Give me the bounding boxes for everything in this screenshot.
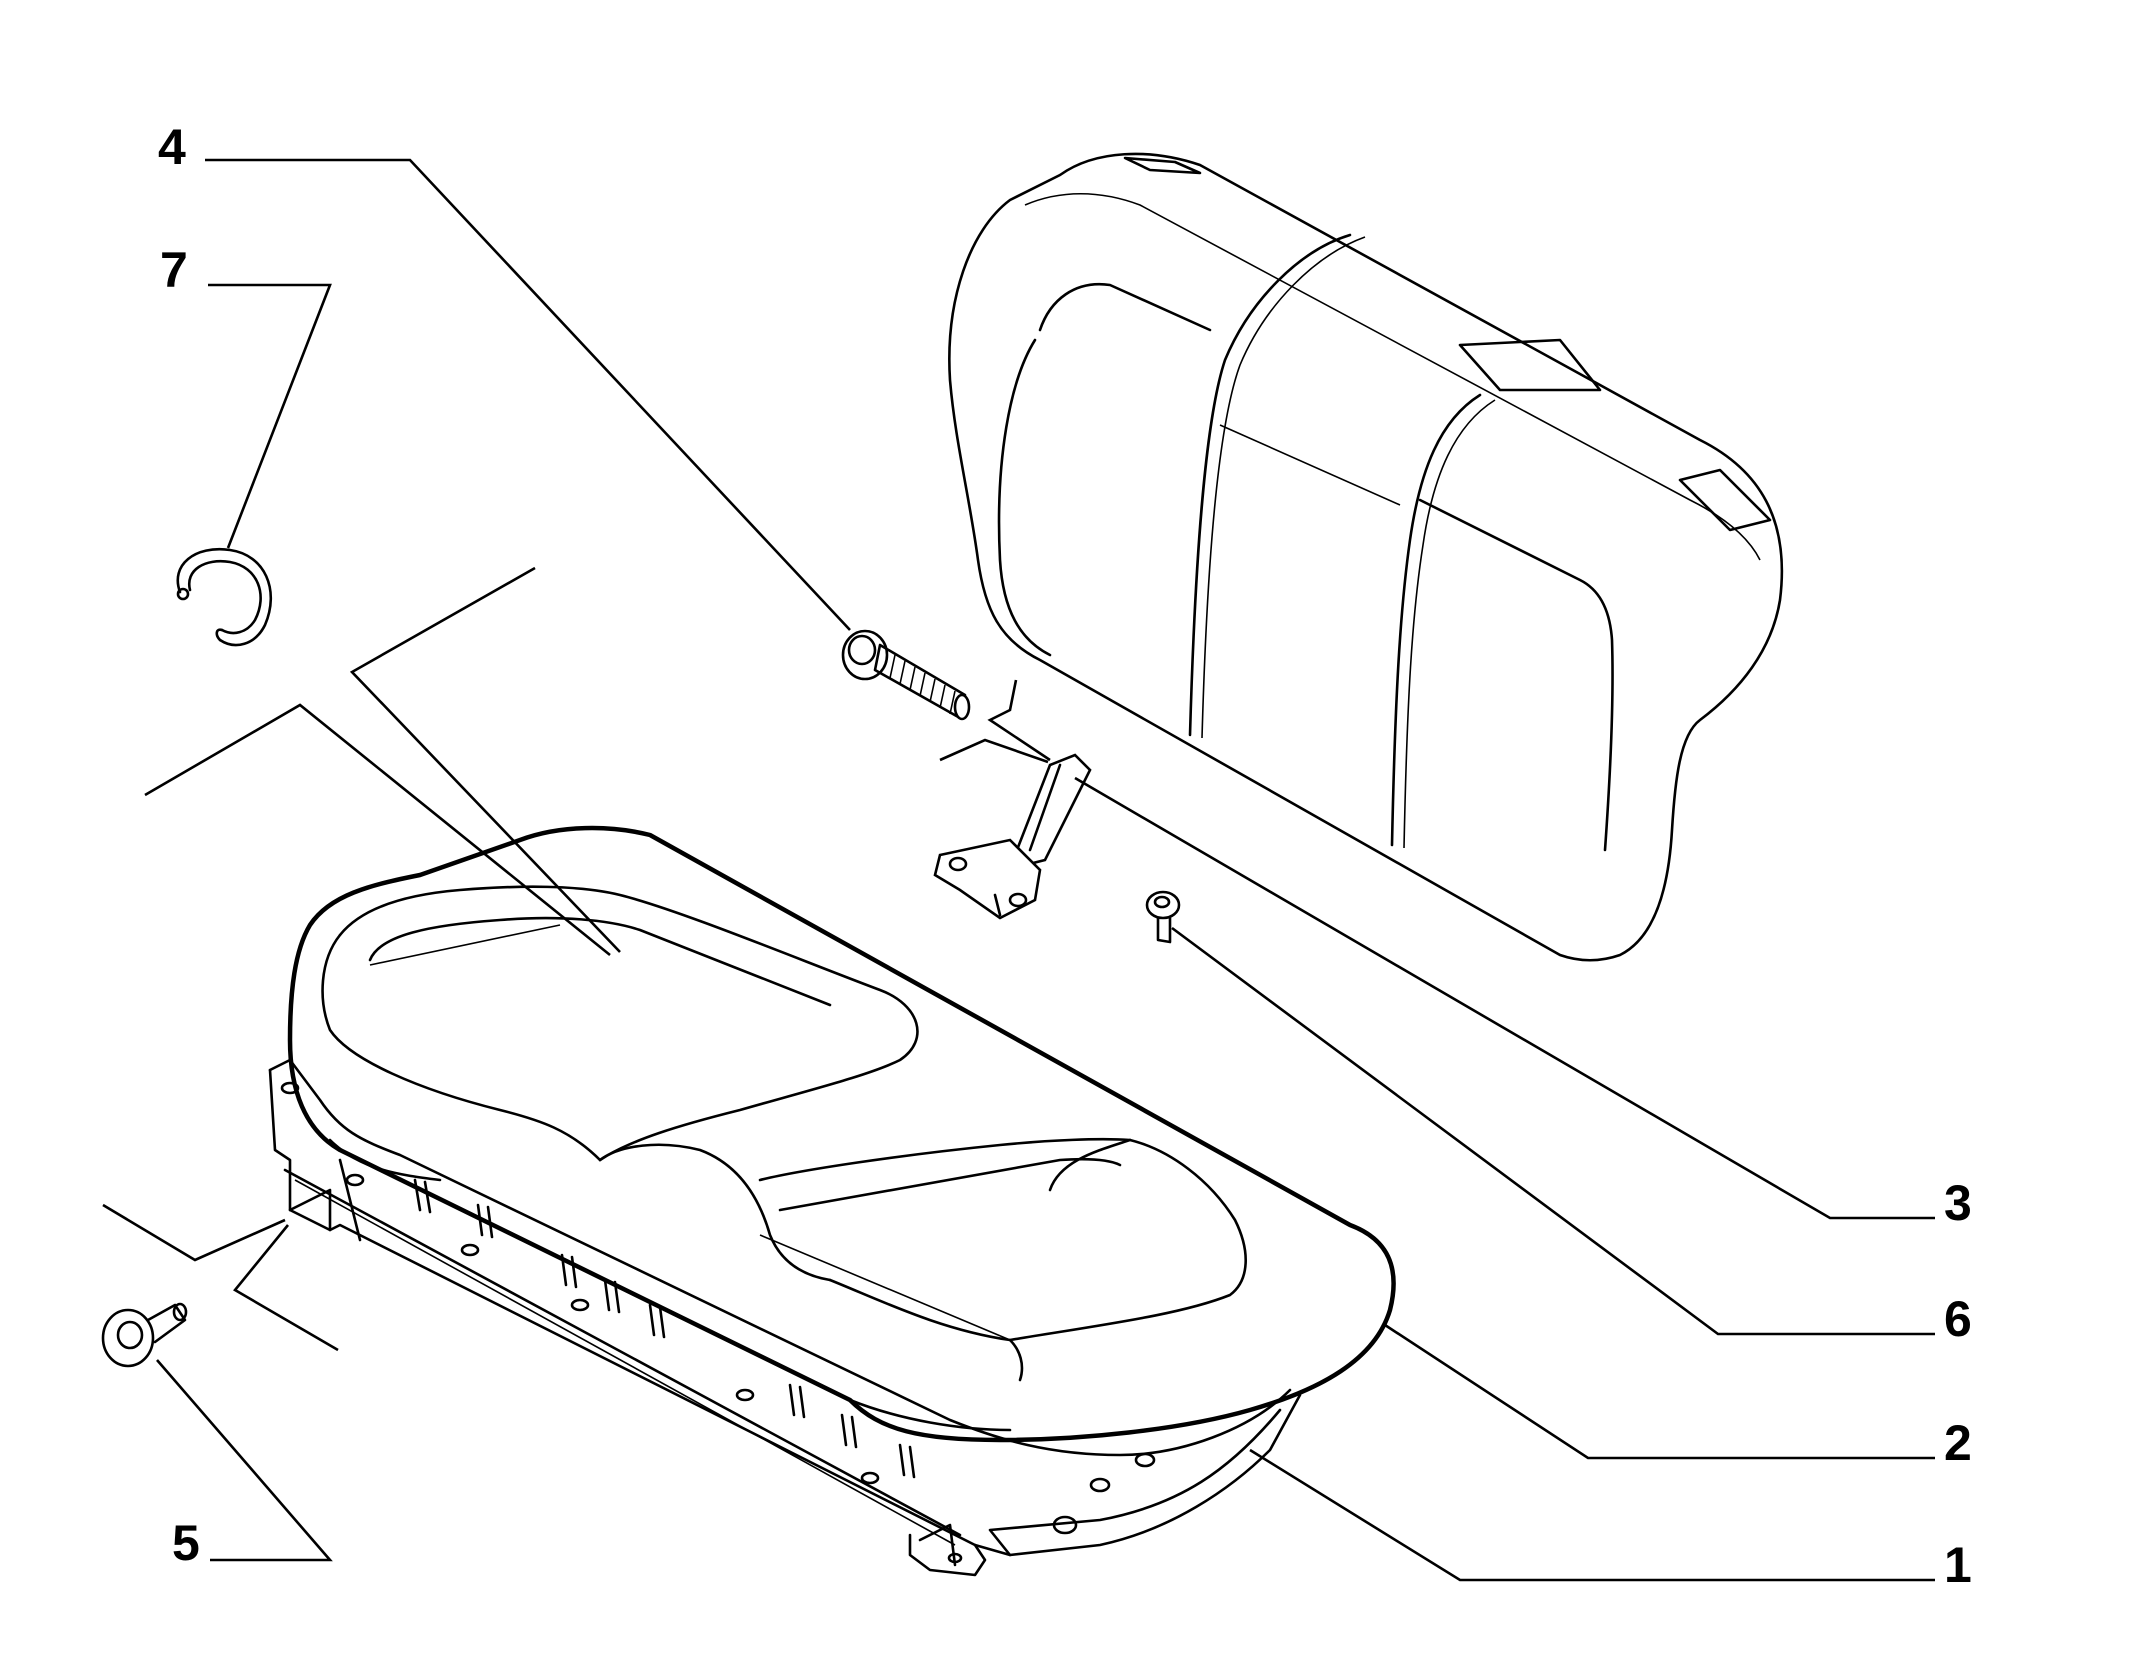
callout-3: 3 <box>1944 1175 1972 1231</box>
callout-5: 5 <box>172 1515 200 1571</box>
bolt <box>841 629 971 721</box>
callout-1: 1 <box>1944 1537 1972 1593</box>
callout-2: 2 <box>1944 1415 1972 1471</box>
seat-frame <box>268 1058 1302 1577</box>
leader-lines <box>102 158 1935 1582</box>
callout-6: 6 <box>1944 1291 1972 1347</box>
clip-screw <box>1145 890 1181 944</box>
backrest <box>948 152 1784 962</box>
hinge-bracket <box>933 753 1092 920</box>
callout-7: 7 <box>160 242 188 298</box>
retaining-ring <box>176 547 273 647</box>
callout-4: 4 <box>158 119 186 175</box>
screw <box>101 1302 188 1368</box>
seat-cushion <box>287 825 1396 1443</box>
